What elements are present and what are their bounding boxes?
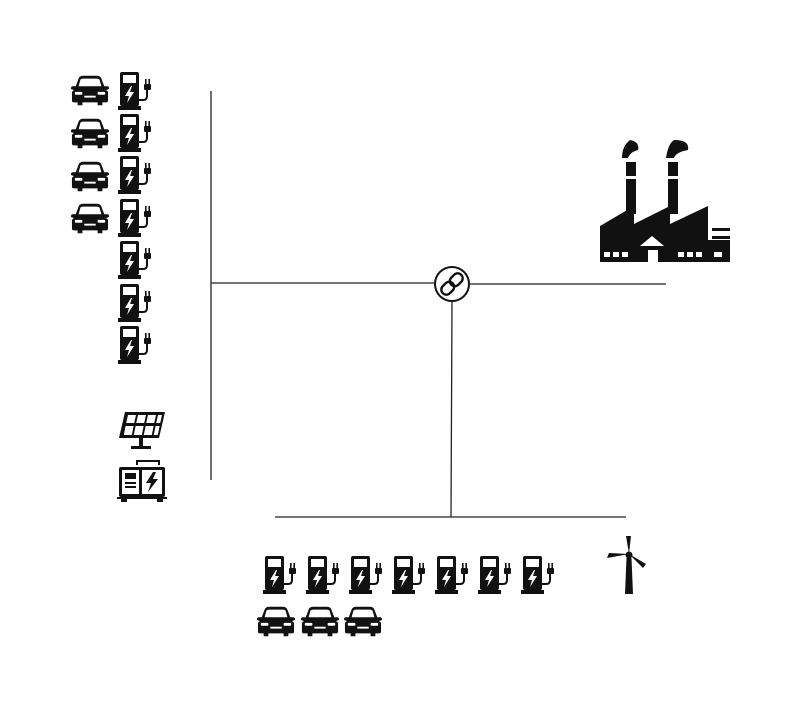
- car-icon: [71, 75, 109, 106]
- car-icon: [301, 606, 339, 637]
- battery-storage-icon: [117, 460, 167, 503]
- car-icon: [71, 203, 109, 234]
- ev-charger-icon: [349, 555, 383, 594]
- ev-charger-icon: [118, 198, 152, 237]
- ev-charger-icon: [118, 71, 152, 110]
- ev-charger-icon: [118, 155, 152, 194]
- right-node: [600, 140, 730, 262]
- network-lines: [210, 91, 666, 518]
- ev-charger-icon: [263, 555, 297, 594]
- down-feeder-line: [450, 301, 453, 518]
- ev-charger-icon: [118, 325, 152, 364]
- ev-charger-icon: [118, 240, 152, 279]
- ev-charger-icon: [478, 555, 512, 594]
- left-cluster: [71, 71, 167, 503]
- car-icon: [257, 606, 295, 637]
- car-icon: [71, 161, 109, 192]
- car-icon: [344, 606, 382, 637]
- bottom-cluster: [257, 536, 646, 637]
- ev-charger-icon: [435, 555, 469, 594]
- wind-turbine-icon: [607, 536, 646, 594]
- ev-charger-icon: [521, 555, 555, 594]
- solar-panel-icon: [119, 412, 165, 449]
- link-icon: [434, 266, 470, 302]
- car-icon: [71, 118, 109, 149]
- ev-charger-icon: [392, 555, 426, 594]
- ev-charger-icon: [306, 555, 340, 594]
- factory-icon: [600, 140, 730, 262]
- ev-charger-icon: [118, 283, 152, 322]
- ev-charger-icon: [118, 113, 152, 152]
